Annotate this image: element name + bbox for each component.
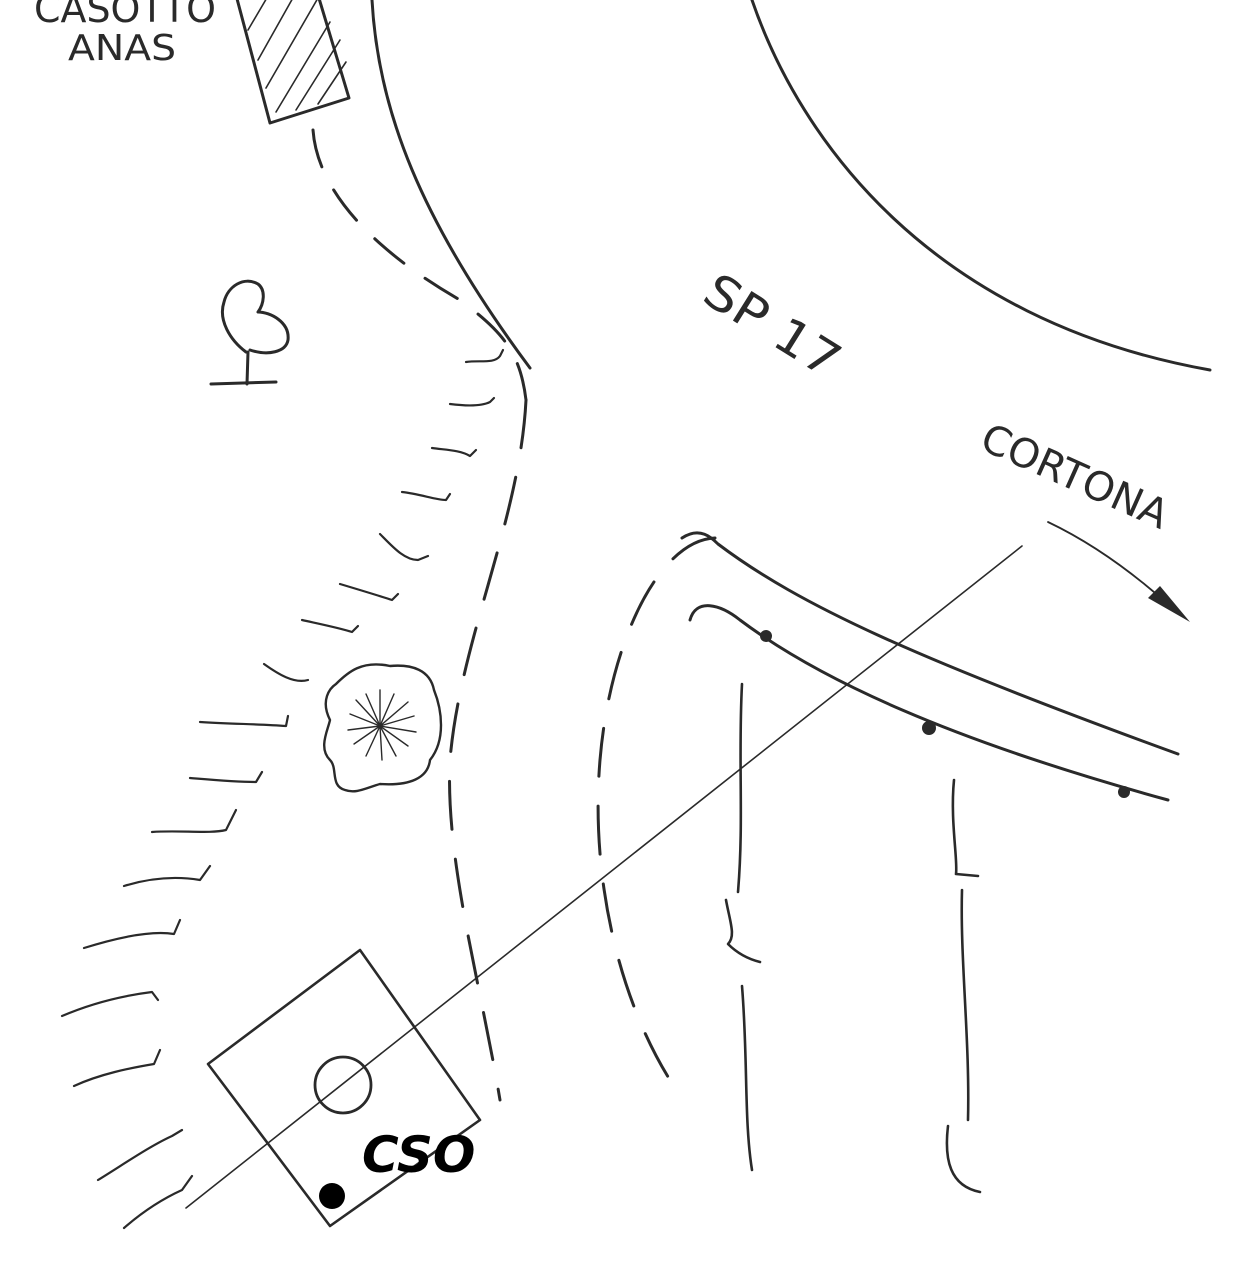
- boundary-line-b: [724, 898, 762, 964]
- bush-icon: [323, 663, 443, 793]
- casotto-label-line2: ANAS: [68, 28, 176, 69]
- cso-circle: [313, 1055, 373, 1115]
- sight-line: [185, 545, 1023, 1209]
- dashed-path-center: [448, 398, 528, 1102]
- boundary-line-f: [945, 1124, 982, 1194]
- road-edge-right: [750, 0, 1212, 372]
- dashed-path-right: [596, 536, 717, 1082]
- boundary-line-d: [951, 778, 980, 878]
- road-edge-left: [370, 0, 532, 370]
- embankment-hatching: [60, 348, 505, 1230]
- casotto-label-line1: CASOTTO: [34, 0, 216, 31]
- road-curve-lower: [688, 604, 1170, 802]
- filled-dot-icon: [319, 1183, 345, 1209]
- tree-icon: [209, 279, 290, 386]
- dashed-path-upper: [311, 128, 528, 402]
- cso-area-box: [206, 948, 482, 1228]
- road-label: SP 17: [694, 263, 851, 390]
- boundary-line-a: [736, 682, 744, 894]
- post-marker-2: [922, 721, 936, 735]
- casotto-building: [235, 0, 351, 125]
- boundary-line-c: [740, 984, 754, 1172]
- post-marker-3: [1118, 786, 1130, 798]
- post-marker-1: [760, 630, 772, 642]
- arrow-icon: [1148, 586, 1190, 622]
- boundary-line-e: [960, 888, 970, 1122]
- cso-label: CSO: [362, 1126, 475, 1184]
- direction-label: CORTONA: [974, 415, 1176, 539]
- road-curve-upper: [680, 531, 1180, 756]
